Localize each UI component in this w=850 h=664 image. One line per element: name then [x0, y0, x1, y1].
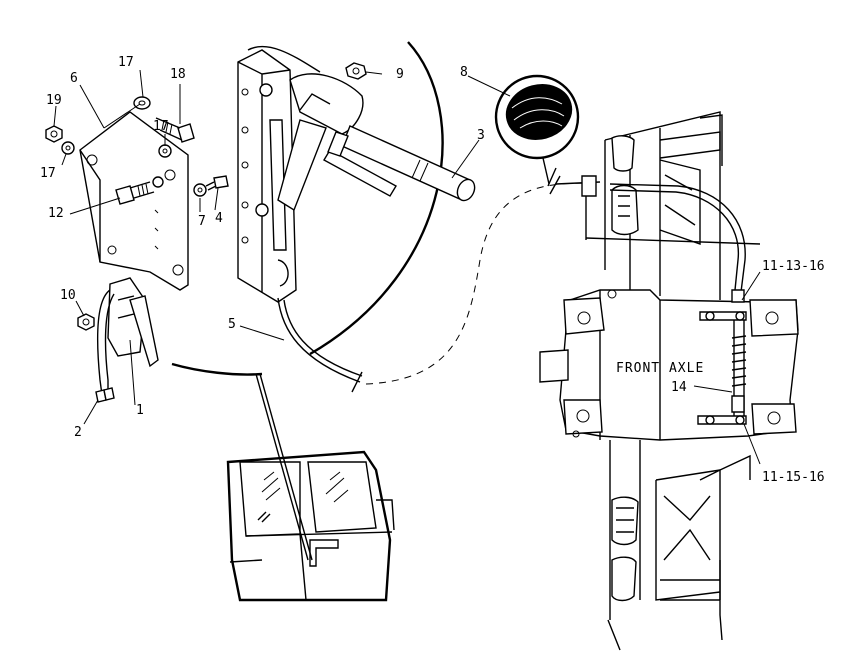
- leader-lines: [53, 69, 761, 465]
- bolt-12: [115, 176, 164, 205]
- detail-circle-arc-bottom: [171, 362, 263, 376]
- callout-11-13-16: 11-13-16: [762, 259, 825, 274]
- washer-17-top: [133, 96, 151, 110]
- axle-assembly: [539, 111, 799, 651]
- callout-8: 8: [460, 65, 468, 80]
- callout-10: 10: [60, 288, 76, 303]
- washer-17-left: [61, 141, 75, 155]
- callout-4: 4: [215, 211, 223, 226]
- detail-8: [494, 74, 580, 185]
- callout-9: 9: [396, 67, 404, 82]
- callout-18: 18: [170, 67, 186, 82]
- callout-1: 1: [136, 403, 144, 418]
- switch-assembly: [95, 277, 159, 403]
- callout-17-left: 17: [40, 166, 56, 181]
- control-cable: [277, 167, 601, 393]
- callout-5: 5: [228, 317, 236, 332]
- callout-17-top: 17: [118, 55, 134, 70]
- hand-lever: [277, 73, 476, 212]
- screw-18: [155, 117, 195, 143]
- front-axle-label: FRONT AXLE: [616, 361, 704, 376]
- callout-labels: 1 2 3 4 5 6 7 8 9 10 12 14 17 17 17 18 1…: [40, 55, 825, 485]
- callout-3: 3: [477, 128, 485, 143]
- callout-14: 14: [671, 380, 687, 395]
- bolt-4: [205, 175, 229, 191]
- cab-inset: [226, 373, 395, 602]
- callout-19: 19: [46, 93, 62, 108]
- callout-2: 2: [74, 425, 82, 440]
- washer-7: [193, 183, 207, 197]
- callout-11-15-16: 11-15-16: [762, 470, 825, 485]
- lever-bracket: [237, 45, 321, 303]
- callout-7: 7: [198, 214, 206, 229]
- callout-17-mid: 17: [153, 119, 169, 134]
- mounting-plate: [79, 111, 189, 291]
- nut-10: [77, 313, 95, 331]
- callout-12: 12: [48, 206, 64, 221]
- washer-17-mid: [158, 144, 172, 158]
- nut-9: [345, 62, 367, 80]
- detail-circle-arc: [309, 41, 444, 356]
- callout-6: 6: [70, 71, 78, 86]
- nut-19: [45, 125, 63, 143]
